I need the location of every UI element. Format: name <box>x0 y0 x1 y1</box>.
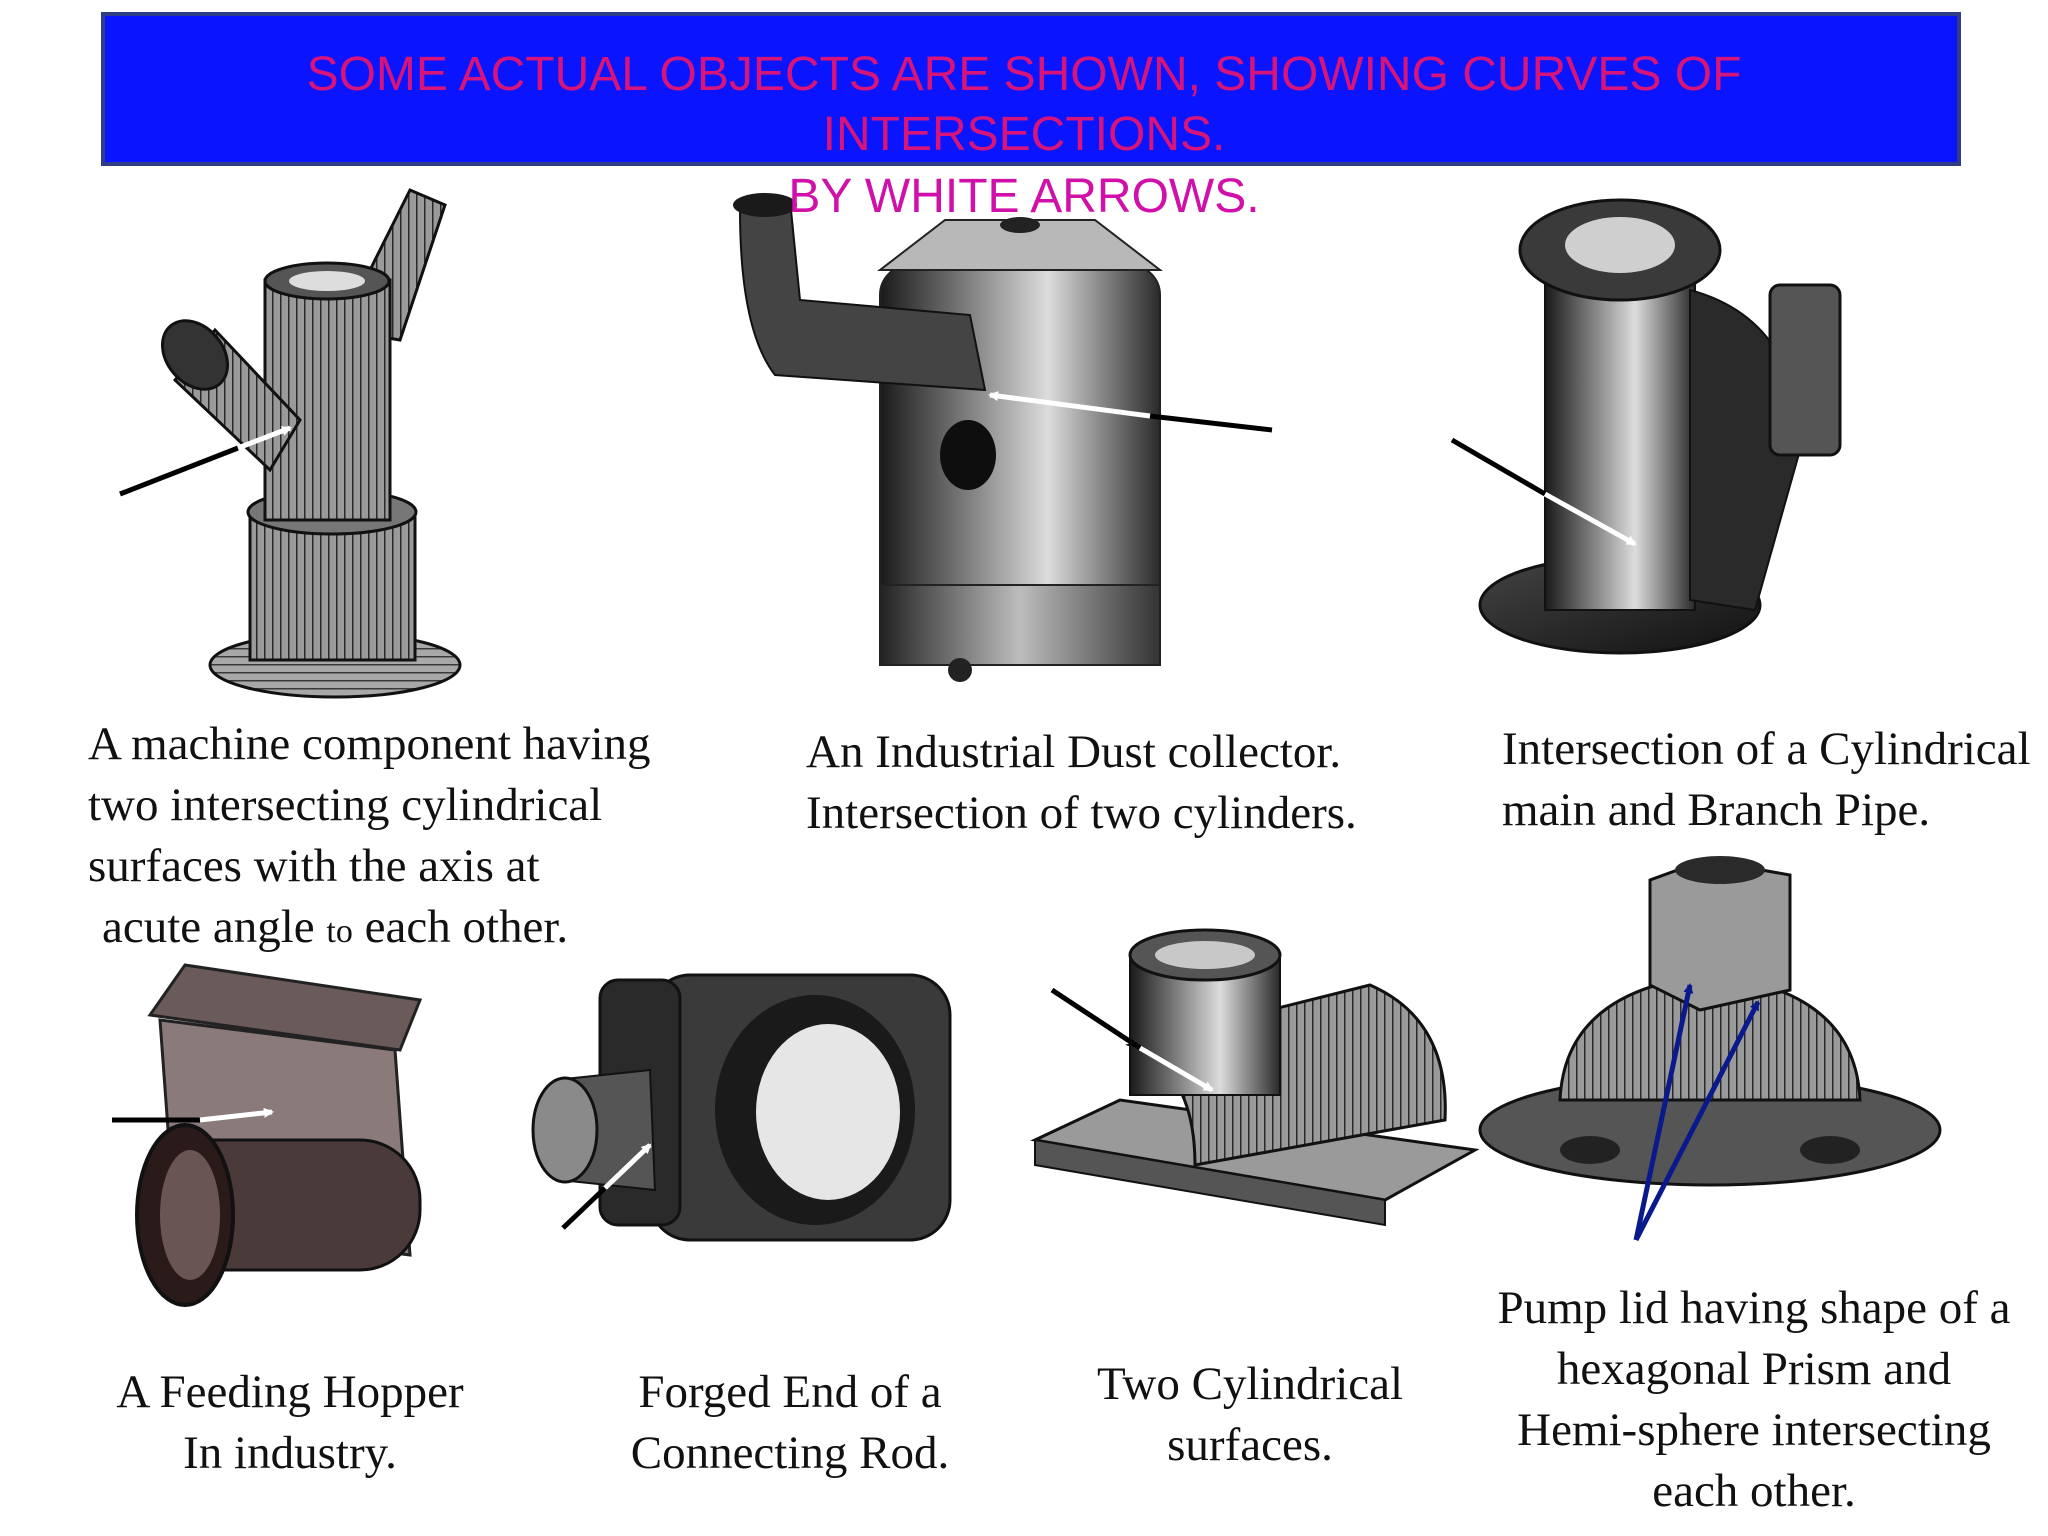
caption-line: Connecting Rod. <box>630 1427 950 1479</box>
caption-line: two intersecting cylindrical <box>88 779 603 831</box>
caption-branch-pipe: Intersection of a Cylindrical main and B… <box>1502 719 2048 841</box>
caption-line: main and Branch Pipe. <box>1502 784 1931 836</box>
arrow-pipe-white <box>1543 491 1637 547</box>
feeding-hopper-picture <box>135 963 423 1307</box>
caption-line: Hemi-sphere intersecting <box>1517 1404 1991 1456</box>
branch-pipe-picture <box>1478 198 1842 655</box>
caption-line: In industry. <box>183 1427 397 1479</box>
caption-line: acute angle to each other. <box>88 897 651 962</box>
arrow-dust-black <box>1149 413 1273 433</box>
arrow-cylinders-black <box>1050 987 1142 1051</box>
caption-two-cylinders: Two Cylindrical surfaces. <box>1060 1354 1440 1476</box>
caption-line: A machine component having <box>88 718 651 770</box>
caption-dust-collector: An Industrial Dust collector. Intersecti… <box>806 722 1357 844</box>
header-title-line-2: INTERSECTIONS. <box>822 108 1226 161</box>
caption-line: Intersection of two cylinders. <box>806 787 1357 839</box>
caption-feeding-hopper: A Feeding Hopper In industry. <box>90 1362 490 1484</box>
header-banner <box>101 12 1961 166</box>
arrow-pump-blue-1 <box>1633 983 1694 1241</box>
two-cylinders-picture <box>1030 928 1480 1227</box>
caption-fragment: acute angle <box>102 901 315 953</box>
caption-line: each other. <box>1652 1465 1856 1517</box>
caption-pump-lid: Pump lid having shape of a hexagonal Pri… <box>1460 1278 2048 1522</box>
caption-line: Forged End of a <box>638 1366 942 1418</box>
header-title-line-1: SOME ACTUAL OBJECTS ARE SHOWN, SHOWING C… <box>306 48 1742 101</box>
caption-line: surfaces. <box>1167 1419 1333 1471</box>
dust-collector-picture <box>733 193 1163 682</box>
arrow-dust-white <box>988 391 1151 419</box>
intersection-arrows <box>112 391 1761 1242</box>
caption-line: Pump lid having shape of a <box>1497 1282 2011 1334</box>
arrow-rod-black <box>561 1186 607 1230</box>
arrow-rod-white <box>603 1143 652 1190</box>
caption-line: Two Cylindrical <box>1096 1358 1404 1410</box>
arrow-hopper-white <box>199 1107 274 1123</box>
connecting-rod-picture <box>531 973 952 1242</box>
caption-connecting-rod: Forged End of a Connecting Rod. <box>595 1362 985 1484</box>
caption-line: Intersection of a Cylindrical <box>1502 723 2031 775</box>
caption-line: An Industrial Dust collector. <box>806 726 1342 778</box>
caption-fragment-small: to <box>326 913 353 950</box>
arrow-machine-black <box>119 445 239 497</box>
arrow-pump-blue-2 <box>1633 1000 1761 1242</box>
caption-fragment: each other. <box>364 901 569 953</box>
caption-line: A Feeding Hopper <box>116 1366 464 1418</box>
caption-line: hexagonal Prism and <box>1556 1343 1952 1395</box>
arrow-cylinders-white <box>1138 1045 1214 1093</box>
caption-line: surfaces with the axis at <box>88 840 540 892</box>
pump-lid-picture <box>1478 856 1942 1187</box>
header-title-line-3: BY WHITE ARROWS. <box>788 170 1260 223</box>
caption-machine-component: A machine component having two intersect… <box>88 714 651 962</box>
arrow-machine-white <box>237 425 292 451</box>
arrow-pipe-black <box>1450 437 1547 497</box>
machine-component-picture <box>160 188 462 699</box>
